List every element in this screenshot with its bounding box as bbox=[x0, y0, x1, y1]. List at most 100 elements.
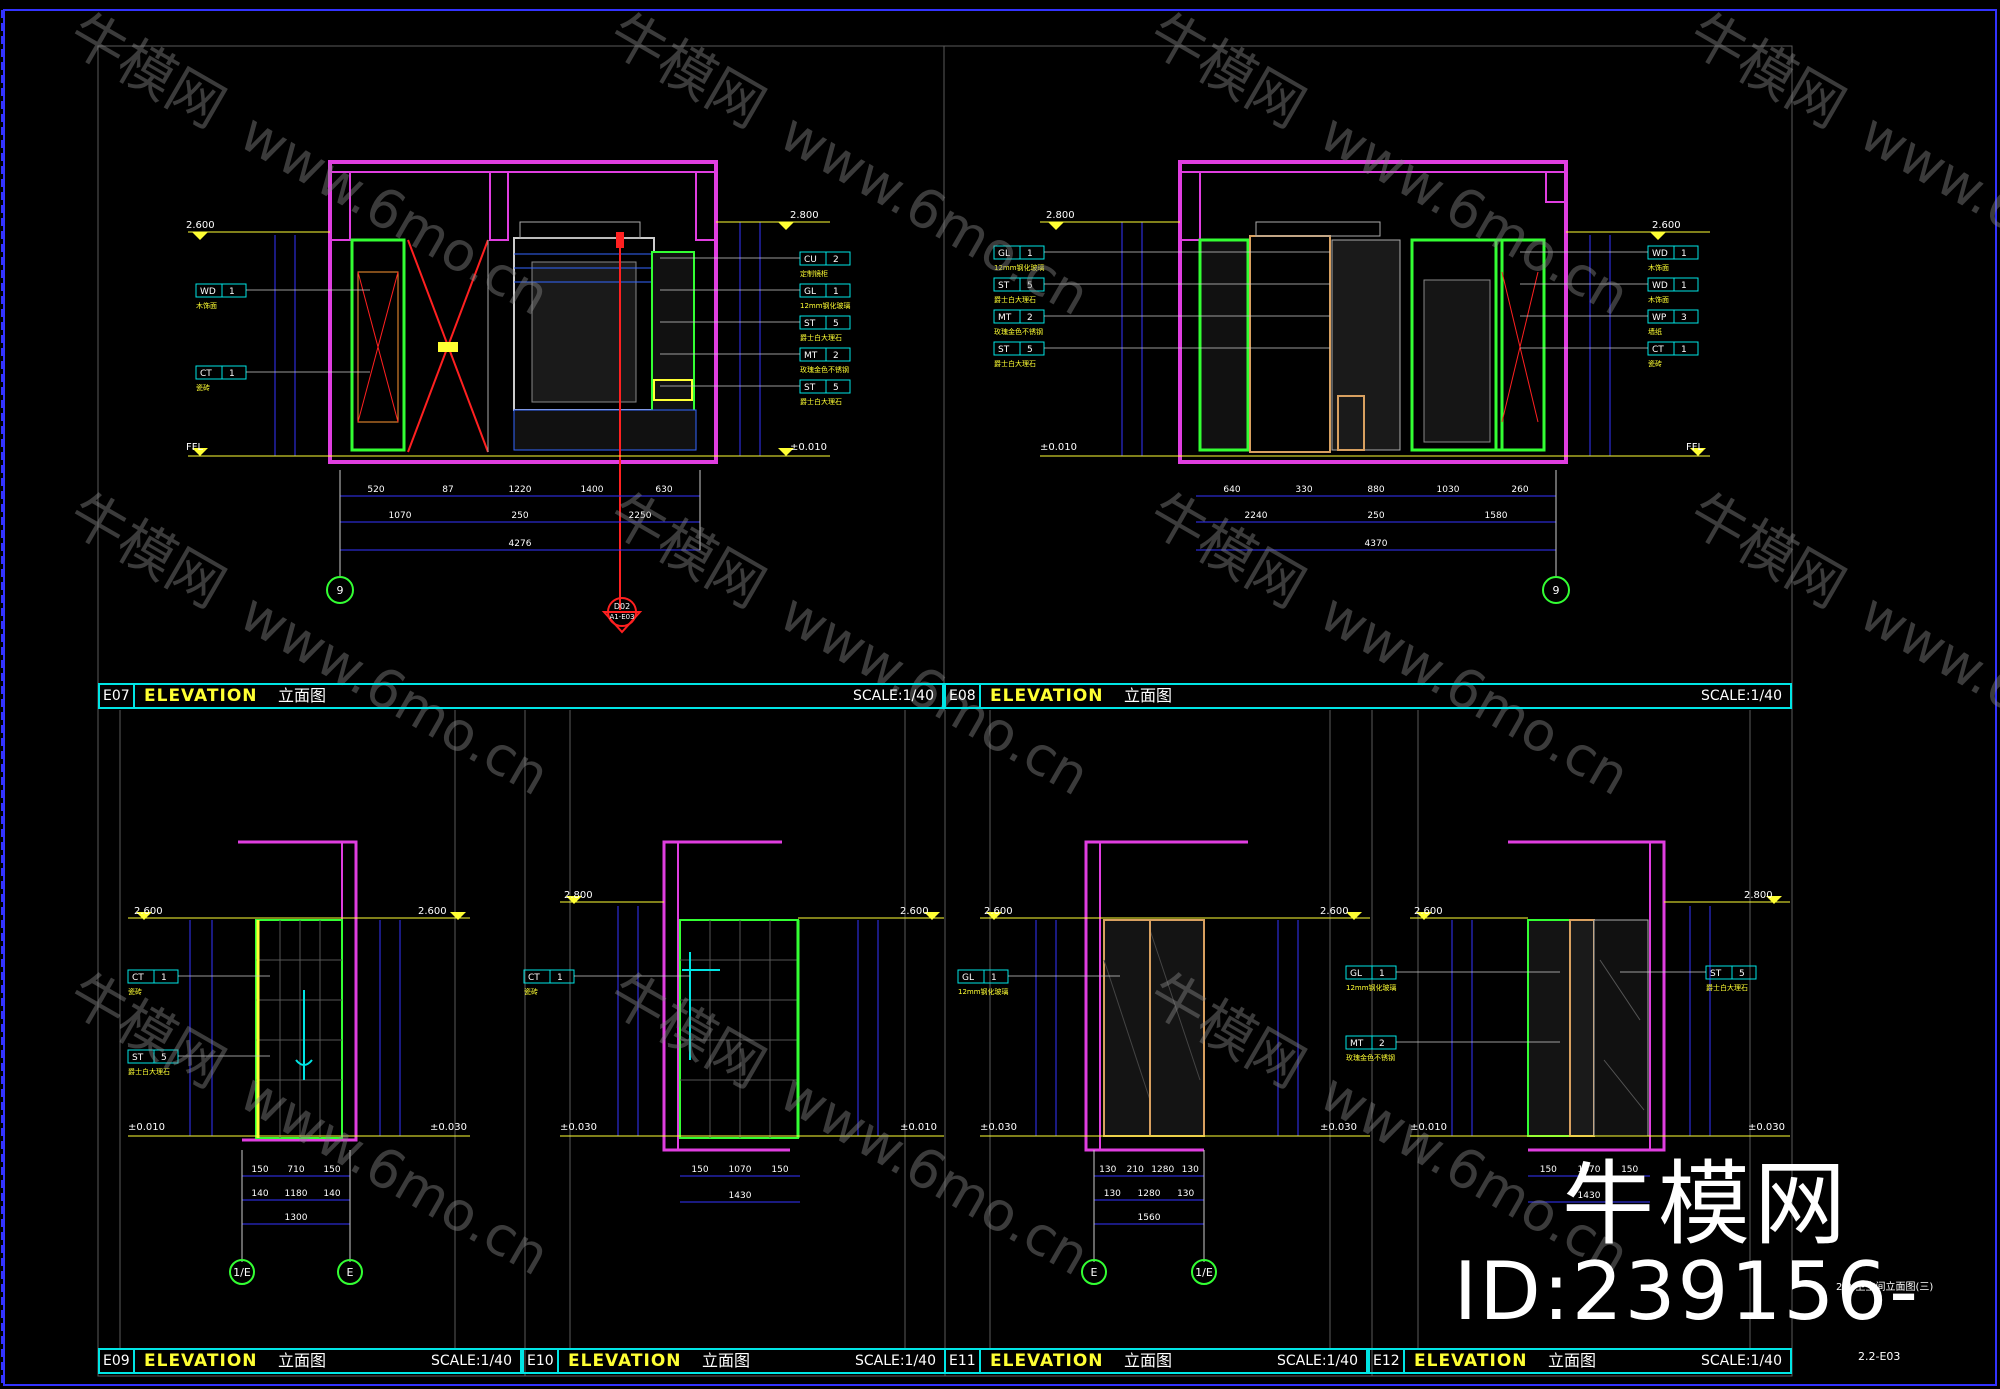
e12-wall-return bbox=[1649, 841, 1665, 1151]
level-value: 2.600 bbox=[1414, 906, 1443, 917]
title-cn: 立面图 bbox=[702, 1351, 751, 1370]
dimension-value: 2250 bbox=[629, 511, 652, 521]
level-value: 2.600 bbox=[1652, 220, 1681, 231]
title-scale: SCALE:1/40 bbox=[852, 688, 934, 704]
tag-note: 木饰面 bbox=[1648, 263, 1669, 272]
tag-note: 木饰面 bbox=[196, 301, 217, 310]
tag-note: 瓷砖 bbox=[196, 383, 210, 392]
tag-note: 爵士白大理石 bbox=[994, 295, 1036, 304]
tag-box bbox=[1647, 309, 1699, 324]
dimension-value: 1400 bbox=[581, 485, 604, 495]
title-scale: SCALE:1/40 bbox=[1276, 1353, 1358, 1369]
dimension-value: 710 bbox=[287, 1165, 304, 1175]
tag-number: 1 bbox=[1379, 969, 1385, 979]
e11-wall-return bbox=[1085, 841, 1101, 1151]
e09-tile-wall bbox=[255, 919, 343, 1139]
tag-box bbox=[799, 347, 851, 362]
title-code: E09 bbox=[100, 1350, 135, 1372]
tag-note: 12mm钢化玻璃 bbox=[994, 263, 1045, 272]
tag-number: 2 bbox=[1027, 313, 1033, 323]
title-cn: 立面图 bbox=[1124, 1351, 1173, 1370]
tag-code: ST bbox=[804, 319, 816, 329]
dimension-value: 1300 bbox=[285, 1213, 308, 1223]
e08-ffl-right-symbol bbox=[1690, 448, 1706, 456]
e12-marble-vein-2 bbox=[1603, 1059, 1645, 1111]
tag-note: 爵士白大理石 bbox=[1706, 983, 1748, 992]
tag-box bbox=[1647, 245, 1699, 260]
tag-number: 1 bbox=[557, 973, 563, 983]
e11-glass-diag-1 bbox=[1103, 959, 1151, 1101]
title-scale: SCALE:1/40 bbox=[430, 1353, 512, 1369]
dimension-value: 150 bbox=[251, 1165, 268, 1175]
e08-left-column bbox=[1179, 171, 1201, 241]
e11-axis-bubble-l bbox=[1081, 1259, 1107, 1285]
tag-code: CT bbox=[200, 369, 212, 379]
dimension-value: 1220 bbox=[509, 485, 532, 495]
tag-number: 5 bbox=[1739, 969, 1745, 979]
title-bar-e09: E09 ELEVATION 立面图 SCALE:1/40 bbox=[98, 1348, 522, 1374]
tag-note: 12mm钢化玻璃 bbox=[800, 301, 851, 310]
dimension-value: 250 bbox=[511, 511, 528, 521]
tag-number: 1 bbox=[1681, 249, 1687, 259]
level-value: 2.800 bbox=[1046, 210, 1075, 221]
tag-box bbox=[1345, 965, 1397, 980]
level-value: 2.800 bbox=[790, 210, 819, 221]
tag-box bbox=[799, 379, 851, 394]
level-value: ±0.010 bbox=[128, 1122, 165, 1133]
tag-box bbox=[127, 969, 179, 984]
title-code: E10 bbox=[524, 1350, 559, 1372]
tag-number: 1 bbox=[833, 287, 839, 297]
dimension-value: 1070 bbox=[729, 1165, 752, 1175]
e07-cabinet-inner bbox=[357, 271, 399, 423]
tag-code: ST bbox=[1710, 969, 1722, 979]
dimension-value: 640 bbox=[1223, 485, 1240, 495]
title-cn: 立面图 bbox=[1124, 686, 1173, 705]
tag-number: 5 bbox=[833, 319, 839, 329]
material-tag: ST 5 爵士白大理石 bbox=[1620, 965, 1757, 992]
tag-code: ST bbox=[804, 383, 816, 393]
tag-code: MT bbox=[998, 313, 1012, 323]
level-value: ±0.010 bbox=[1410, 1122, 1447, 1133]
title-elevation: ELEVATION bbox=[144, 1351, 258, 1371]
axis-label: 9 bbox=[337, 584, 344, 597]
title-code: E07 bbox=[100, 685, 135, 707]
level-value: FFL bbox=[1686, 442, 1704, 453]
dimension-value: 520 bbox=[367, 485, 384, 495]
e11-glass-diag-2 bbox=[1149, 929, 1201, 1081]
dimension-value: 1580 bbox=[1485, 511, 1508, 521]
level-value: ±0.010 bbox=[900, 1122, 937, 1133]
level-value: ±0.030 bbox=[1748, 1122, 1785, 1133]
title-code: E08 bbox=[946, 685, 981, 707]
level-value: 2.600 bbox=[418, 906, 447, 917]
dimension-value: 150 bbox=[771, 1165, 788, 1175]
tag-box bbox=[1705, 965, 1757, 980]
tag-code: ST bbox=[998, 345, 1010, 355]
level-value: 2.600 bbox=[186, 220, 215, 231]
tag-number: 1 bbox=[161, 973, 167, 983]
brand-id: ID:239156- bbox=[1453, 1245, 1920, 1338]
tag-box bbox=[799, 251, 851, 266]
e11-level-top-sym-r bbox=[1346, 912, 1362, 920]
tag-note: 爵士白大理石 bbox=[994, 359, 1036, 368]
brand-logo-text: 牛模网 bbox=[1561, 1151, 1850, 1258]
title-cn: 立面图 bbox=[1548, 1351, 1597, 1370]
dimension-value: 630 bbox=[655, 485, 672, 495]
tag-note: 玫瑰金色不锈钢 bbox=[994, 327, 1043, 336]
e07-detail-arrow bbox=[601, 611, 643, 634]
e07-axis-bubble bbox=[326, 576, 354, 604]
tag-code: WD bbox=[200, 287, 216, 297]
e07-ffl-right-symbol bbox=[778, 448, 794, 456]
title-elevation: ELEVATION bbox=[144, 686, 258, 706]
tag-number: 3 bbox=[1681, 313, 1687, 323]
e10-wall-return bbox=[663, 841, 679, 1151]
elevation-e12 bbox=[1410, 840, 1790, 1203]
e07-ceiling-beam bbox=[329, 161, 717, 173]
dimension-value: 140 bbox=[323, 1189, 340, 1199]
